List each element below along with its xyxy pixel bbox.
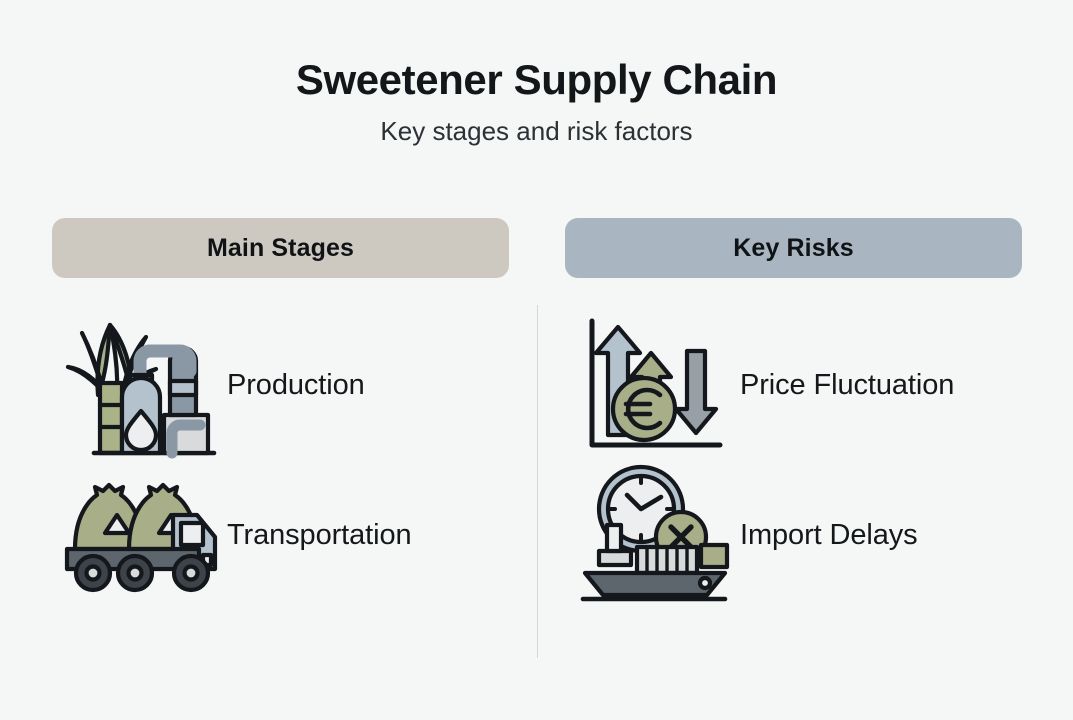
sugarcane-refinery-icon	[52, 311, 227, 459]
key-risks-rows: Price Fluctuation	[565, 310, 1022, 610]
list-item-label: Price Fluctuation	[740, 368, 955, 401]
list-item[interactable]: Price Fluctuation	[565, 310, 1022, 460]
list-item[interactable]: Import Delays	[565, 460, 1022, 610]
price-arrows-euro-coin-icon	[565, 311, 740, 459]
column-divider	[537, 305, 538, 658]
page-title: Sweetener Supply Chain	[295, 56, 778, 103]
list-item-label: Import Delays	[740, 518, 918, 551]
clock-ship-icon	[565, 463, 740, 607]
column-key-risks: Key Risks	[565, 218, 1022, 610]
list-item[interactable]: Transportation	[52, 460, 509, 610]
truck-with-sacks-icon	[52, 471, 227, 599]
column-main-stages: Main Stages	[52, 218, 509, 610]
column-header-key-risks-label: Key Risks	[733, 233, 854, 262]
columns-board: Main Stages	[0, 218, 1073, 678]
page-subtitle: Key stages and risk factors	[380, 116, 693, 147]
list-item[interactable]: Production	[52, 310, 509, 460]
column-header-key-risks: Key Risks	[565, 218, 1022, 278]
list-item-label: Transportation	[227, 518, 412, 551]
page-header: Sweetener Supply Chain Key stages and ri…	[0, 0, 1073, 147]
column-header-main-stages-label: Main Stages	[207, 233, 354, 262]
main-stages-rows: Production	[52, 310, 509, 610]
column-header-main-stages: Main Stages	[52, 218, 509, 278]
list-item-label: Production	[227, 368, 365, 401]
